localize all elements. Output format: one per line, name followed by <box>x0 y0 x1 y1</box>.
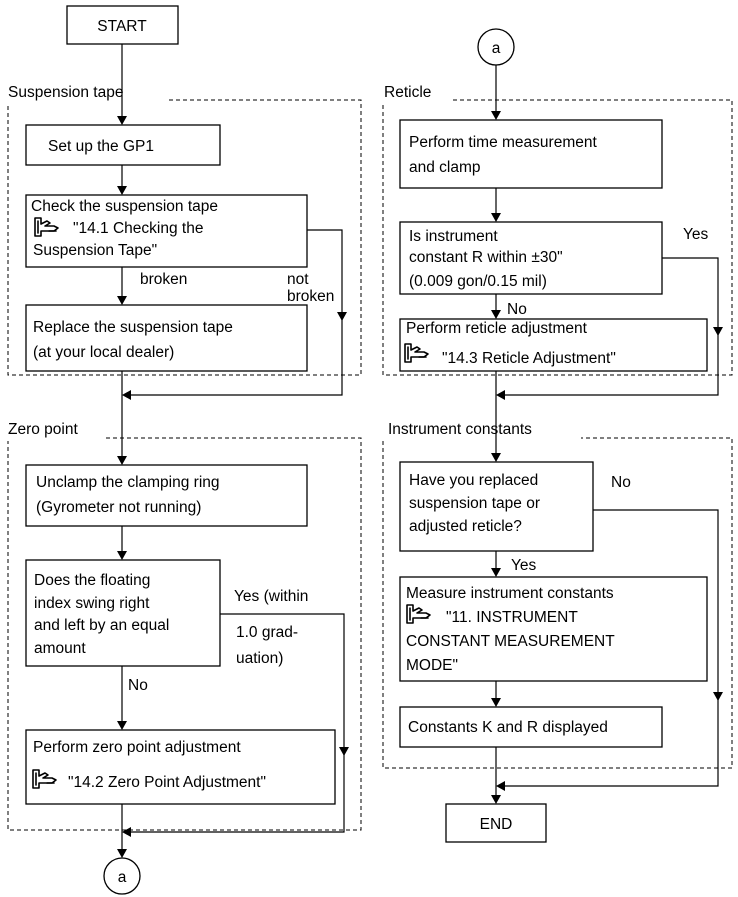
group-reticle-frame <box>382 99 733 376</box>
connector-a-top-label: a <box>492 40 501 57</box>
group-label-suspension: Suspension tape <box>8 84 123 101</box>
no-label-right: No <box>507 301 527 318</box>
constant-r-decision <box>399 221 663 295</box>
zero-adjust-label: Perform zero point adjustment <box>33 739 241 756</box>
replace-suspension-step <box>25 304 308 372</box>
group-label-reticle: Reticle <box>384 84 431 101</box>
not-broken-label-2: broken <box>287 288 334 305</box>
constant-r-label-3: (0.009 gon/0.15 mil) <box>409 273 547 290</box>
floating-label-4: amount <box>34 640 86 657</box>
replace-label-1: Replace the suspension tape <box>33 319 233 336</box>
yes-graduation-label-2: uation) <box>236 650 283 667</box>
connector-a-bottom <box>103 857 141 895</box>
measure-constants-ref3: MODE" <box>406 657 458 674</box>
group-label-zero: Zero point <box>8 421 78 438</box>
yes-label-right: Yes <box>683 226 709 243</box>
replaced-label-2: suspension tape or <box>409 495 540 512</box>
end-terminal <box>445 803 547 843</box>
constants-displayed-label: Constants K and R displayed <box>408 719 608 736</box>
floating-label-3: and left by an equal <box>34 617 169 634</box>
broken-label: broken <box>140 271 187 288</box>
zero-point-adjust-step <box>25 729 336 805</box>
yes-graduation-label-1: 1.0 grad- <box>236 624 298 641</box>
check-suspension-ref1: "14.1 Checking the <box>73 220 203 237</box>
zero-adjust-ref: "14.2 Zero Point Adjustment" <box>68 774 266 791</box>
replaced-label-1: Have you replaced <box>409 472 538 489</box>
setup-step <box>25 124 221 166</box>
not-broken-label-1: not <box>287 271 309 288</box>
replaced-label-3: adjusted reticle? <box>409 518 522 535</box>
measure-constants-ref2: CONSTANT MEASUREMENT <box>406 633 615 650</box>
start-terminal <box>66 5 179 45</box>
setup-label: Set up the GP1 <box>48 138 154 155</box>
end-label: END <box>480 816 513 833</box>
yes-label-replaced: Yes <box>511 557 537 574</box>
reticle-adjust-label: Perform reticle adjustment <box>406 320 588 337</box>
floating-index-decision <box>25 559 221 667</box>
group-suspension-frame <box>7 99 362 376</box>
unclamp-step <box>25 464 308 527</box>
check-suspension-step <box>25 194 308 268</box>
floating-label-2: index swing right <box>34 595 150 612</box>
check-suspension-label: Check the suspension tape <box>31 198 218 215</box>
replace-label-2: (at your local dealer) <box>33 344 174 361</box>
floating-label-1: Does the floating <box>34 572 150 589</box>
group-label-constants: Instrument constants <box>388 421 532 438</box>
measure-constants-label: Measure instrument constants <box>406 585 614 602</box>
constant-r-label-2: constant R within ±30" <box>409 249 563 266</box>
constants-displayed-step <box>399 706 663 748</box>
check-suspension-ref2: Suspension Tape" <box>33 242 157 259</box>
measure-constants-ref1: "11. INSTRUMENT <box>446 609 578 626</box>
connector-a-bottom-label: a <box>118 869 127 886</box>
unclamp-label-1: Unclamp the clamping ring <box>36 474 220 491</box>
constant-r-label-1: Is instrument <box>409 228 498 245</box>
time-measurement-step <box>399 119 663 189</box>
measure-constants-step <box>399 576 708 682</box>
group-zero-frame <box>7 437 362 831</box>
start-label: START <box>97 18 147 35</box>
time-measurement-label-2: and clamp <box>409 159 481 176</box>
time-measurement-label-1: Perform time measurement <box>409 134 597 151</box>
reticle-adjust-step <box>399 318 708 372</box>
reticle-adjust-ref: "14.3 Reticle Adjustment" <box>442 350 616 367</box>
group-constants-frame <box>382 437 733 769</box>
no-label-replaced: No <box>611 474 631 491</box>
unclamp-label-2: (Gyrometer not running) <box>36 499 201 516</box>
replaced-decision <box>399 461 594 552</box>
yes-within-label: Yes (within <box>234 588 308 605</box>
no-label-left: No <box>128 677 148 694</box>
